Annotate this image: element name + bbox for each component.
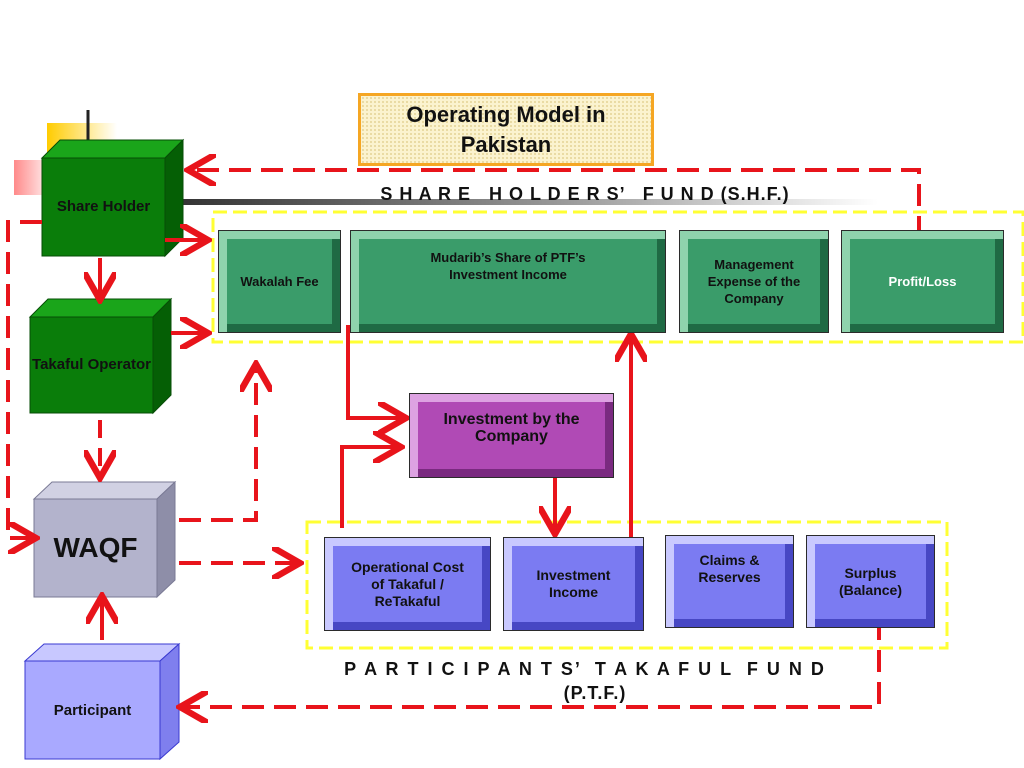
ptf-title-abbrev: (P.T.F.) [563, 683, 627, 703]
arrow-operational-to-investment [340, 447, 397, 528]
participant-label: Participant [53, 701, 132, 719]
arrow-surplus-to-participant [184, 618, 881, 707]
investment-income-box: Investment Income [503, 537, 644, 631]
investment-company-box: Investment by the Company [409, 393, 614, 478]
diagram-title-text: Operating Model in Pakistan [406, 101, 606, 157]
waqf-cube [32, 480, 177, 599]
shf-title: S H A R E H O L D E R S’ F U N D (S.H.F.… [380, 184, 790, 204]
management-expense-box: Management Expense of the Company [679, 230, 829, 333]
claims-reserves-label: Claims & Reserves [698, 552, 761, 585]
share-holder-label: Share Holder [56, 198, 151, 215]
arrow-wakalah-to-investment [346, 325, 402, 418]
arrow-profit-to-shareholder [192, 170, 921, 238]
waqf-label: WAQF [53, 532, 138, 563]
surplus-label: Surplus (Balance) [838, 564, 903, 598]
investment-company-label: Investment by the Company [443, 411, 580, 445]
share-holder-cube [40, 138, 185, 258]
ptf-fund-container [305, 520, 949, 650]
claims-reserves-box: Claims & Reserves [665, 535, 794, 628]
shf-header-line [178, 199, 878, 205]
wakalah-fee-box: Wakalah Fee [218, 230, 341, 333]
mudarib-share-box: Mudarib’s Share of PTF’s Investment Inco… [350, 230, 666, 333]
arrow-waqf-to-shf [179, 368, 256, 522]
management-expense-label: Management Expense of the Company [707, 257, 801, 306]
wakalah-fee-label: Wakalah Fee [240, 274, 319, 289]
ptf-title: P A R T I C I P A N T S’ T A K A F U L F… [344, 659, 826, 679]
profit-loss-label: Profit/Loss [888, 274, 957, 289]
surplus-box: Surplus (Balance) [806, 535, 935, 628]
diagram-title: Operating Model in Pakistan [358, 93, 654, 166]
mudarib-share-label: Mudarib’s Share of PTF’s Investment Inco… [430, 250, 586, 282]
operational-cost-box: Operational Cost of Takaful / ReTakaful [324, 537, 491, 631]
takaful-operator-label: Takaful Operator [32, 356, 151, 373]
takaful-operator-cube [28, 297, 173, 415]
operational-cost-label: Operational Cost of Takaful / ReTakaful [351, 558, 464, 609]
investment-income-label: Investment Income [536, 567, 611, 600]
profit-loss-box: Profit/Loss [841, 230, 1004, 333]
arrow-shareholder-to-waqf [6, 220, 42, 538]
participant-cube [23, 642, 181, 761]
